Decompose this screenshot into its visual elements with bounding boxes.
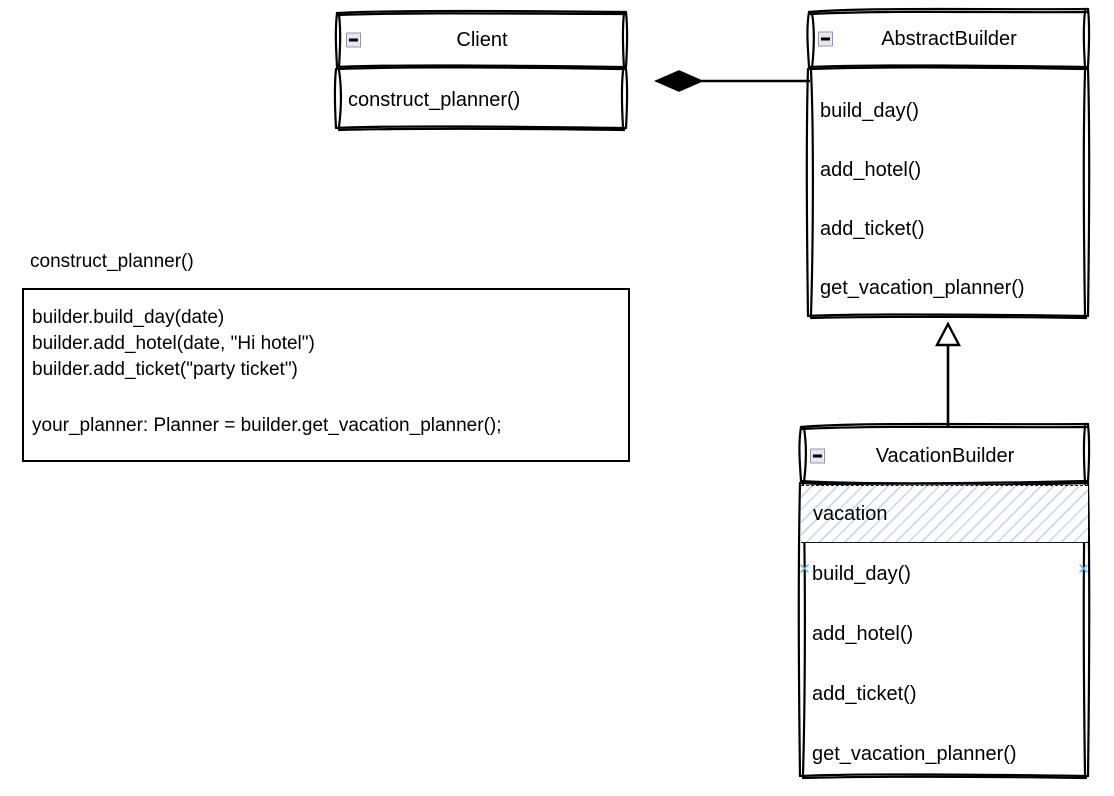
abstractbuilder-title: AbstractBuilder	[881, 28, 1017, 50]
note-code-line-1: builder.add_hotel(date, "Hi hotel")	[32, 333, 315, 354]
selection-handle-left-icon[interactable]: ✕	[798, 561, 811, 578]
vacationbuilder-attribute-label: vacation	[813, 503, 888, 525]
note-code-line-4: your_planner: Planner = builder.get_vaca…	[32, 415, 502, 436]
client-header: Client	[336, 12, 628, 68]
abstractbuilder-member-3[interactable]: get_vacation_planner()	[820, 277, 1025, 299]
abstractbuilder-member-1[interactable]: add_hotel()	[820, 159, 922, 181]
minus-icon[interactable]	[346, 32, 361, 48]
note-label: construct_planner()	[30, 251, 194, 272]
hollow-triangle-icon	[935, 321, 961, 347]
note-code-line-0: builder.build_day(date)	[32, 307, 225, 328]
vacationbuilder-body: build_day() add_hotel() add_ticket() get…	[800, 543, 1090, 778]
vacationbuilder-member-3[interactable]: get_vacation_planner()	[812, 743, 1017, 765]
vacationbuilder-member-0[interactable]: build_day()	[812, 563, 911, 585]
connector-composition-client-abstractbuilder[interactable]	[648, 60, 818, 104]
minus-icon[interactable]	[818, 31, 833, 47]
note-code-line-2: builder.add_ticket("party ticket")	[32, 359, 298, 380]
note-code-box[interactable]: builder.build_day(date) builder.add_hote…	[22, 288, 630, 462]
vacationbuilder-attribute-vacation-selected[interactable]: vacation	[801, 485, 1088, 543]
uml-class-client[interactable]: Client construct_planner()	[333, 9, 629, 132]
selection-handle-right-icon[interactable]: ✕	[1077, 561, 1090, 578]
vacationbuilder-header: VacationBuilder	[800, 425, 1090, 487]
abstractbuilder-member-0[interactable]: build_day()	[820, 100, 919, 122]
abstractbuilder-body: build_day() add_hotel() add_ticket() get…	[808, 68, 1090, 318]
uml-class-vacationbuilder[interactable]: VacationBuilder vacation build_day() add…	[797, 422, 1091, 780]
vacationbuilder-title: VacationBuilder	[875, 445, 1015, 467]
client-member-0[interactable]: construct_planner()	[348, 89, 521, 111]
abstractbuilder-member-2[interactable]: add_ticket()	[820, 218, 925, 240]
vacationbuilder-member-1[interactable]: add_hotel()	[812, 623, 914, 645]
filled-diamond-icon	[653, 70, 705, 92]
client-body: construct_planner()	[336, 68, 628, 128]
connector-generalization-vacationbuilder-abstractbuilder[interactable]	[925, 318, 971, 430]
minus-icon[interactable]	[810, 448, 825, 464]
abstractbuilder-header: AbstractBuilder	[808, 10, 1090, 68]
uml-class-abstractbuilder[interactable]: AbstractBuilder build_day() add_hotel() …	[805, 7, 1091, 320]
client-title: Client	[456, 29, 508, 51]
vacationbuilder-member-2[interactable]: add_ticket()	[812, 683, 917, 705]
